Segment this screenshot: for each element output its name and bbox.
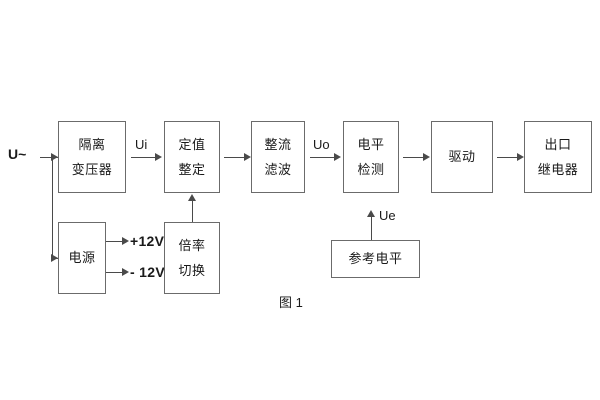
signal-label-uo: Uo [313, 137, 330, 152]
rail-positive-line [106, 241, 123, 242]
block-drive[interactable]: 驱动 [431, 121, 493, 193]
input-to-transformer-arrow [51, 153, 58, 161]
input-branch-trunk [52, 157, 53, 258]
level-to-drive-arrow [423, 153, 430, 161]
input-stub-line [40, 157, 52, 158]
figure-caption: 图 1 [279, 295, 303, 310]
block-line: 驱动 [448, 149, 476, 165]
rail-negative-label: - 12V [130, 264, 165, 280]
rail-positive-label: +12V [130, 233, 165, 249]
rail-negative-arrow [122, 268, 129, 276]
block-line: 定值 [178, 136, 206, 152]
multiplier-to-setting-arrow [188, 194, 196, 201]
drive-to-relay-line [497, 157, 518, 158]
block-line: 滤波 [264, 161, 292, 177]
block-output-relay[interactable]: 出口 继电器 [524, 121, 592, 193]
transformer-to-setting-line [131, 157, 156, 158]
transformer-to-setting-arrow [155, 153, 162, 161]
level-to-drive-line [403, 157, 424, 158]
signal-label-ui: Ui [135, 137, 148, 152]
reference-to-level-line [371, 216, 372, 240]
drive-to-relay-arrow [517, 153, 524, 161]
reference-to-level-arrow [367, 210, 375, 217]
block-rectify-filter[interactable]: 整流 滤波 [251, 121, 305, 193]
block-line: 继电器 [537, 161, 579, 177]
block-line: 倍率 [178, 237, 206, 253]
block-level-detect[interactable]: 电平 检测 [343, 121, 399, 193]
multiplier-to-setting-line [192, 200, 193, 222]
block-power-supply[interactable]: 电源 [58, 222, 106, 294]
block-line: 整流 [264, 136, 292, 152]
block-line: 变压器 [71, 161, 113, 177]
block-line: 检测 [357, 161, 385, 177]
block-reference-level[interactable]: 参考电平 [331, 240, 420, 278]
setting-to-rectify-line [224, 157, 245, 158]
input-to-power-arrow [51, 254, 58, 262]
rectify-to-level-line [310, 157, 335, 158]
block-line: 电平 [357, 136, 385, 152]
block-line: 电源 [68, 250, 96, 266]
block-line: 切换 [178, 262, 206, 278]
input-source-label: U~ [8, 146, 27, 162]
signal-label-ue: Ue [379, 208, 396, 223]
block-multiplier-switch[interactable]: 倍率 切换 [164, 222, 220, 294]
rail-negative-line [106, 272, 123, 273]
block-line: 参考电平 [348, 251, 403, 267]
block-line: 出口 [544, 136, 572, 152]
block-setting-adjust[interactable]: 定值 整定 [164, 121, 220, 193]
rail-positive-arrow [122, 237, 129, 245]
block-line: 隔离 [78, 136, 106, 152]
block-isolation-transformer[interactable]: 隔离 变压器 [58, 121, 126, 193]
setting-to-rectify-arrow [244, 153, 251, 161]
rectify-to-level-arrow [334, 153, 341, 161]
block-line: 整定 [178, 161, 206, 177]
